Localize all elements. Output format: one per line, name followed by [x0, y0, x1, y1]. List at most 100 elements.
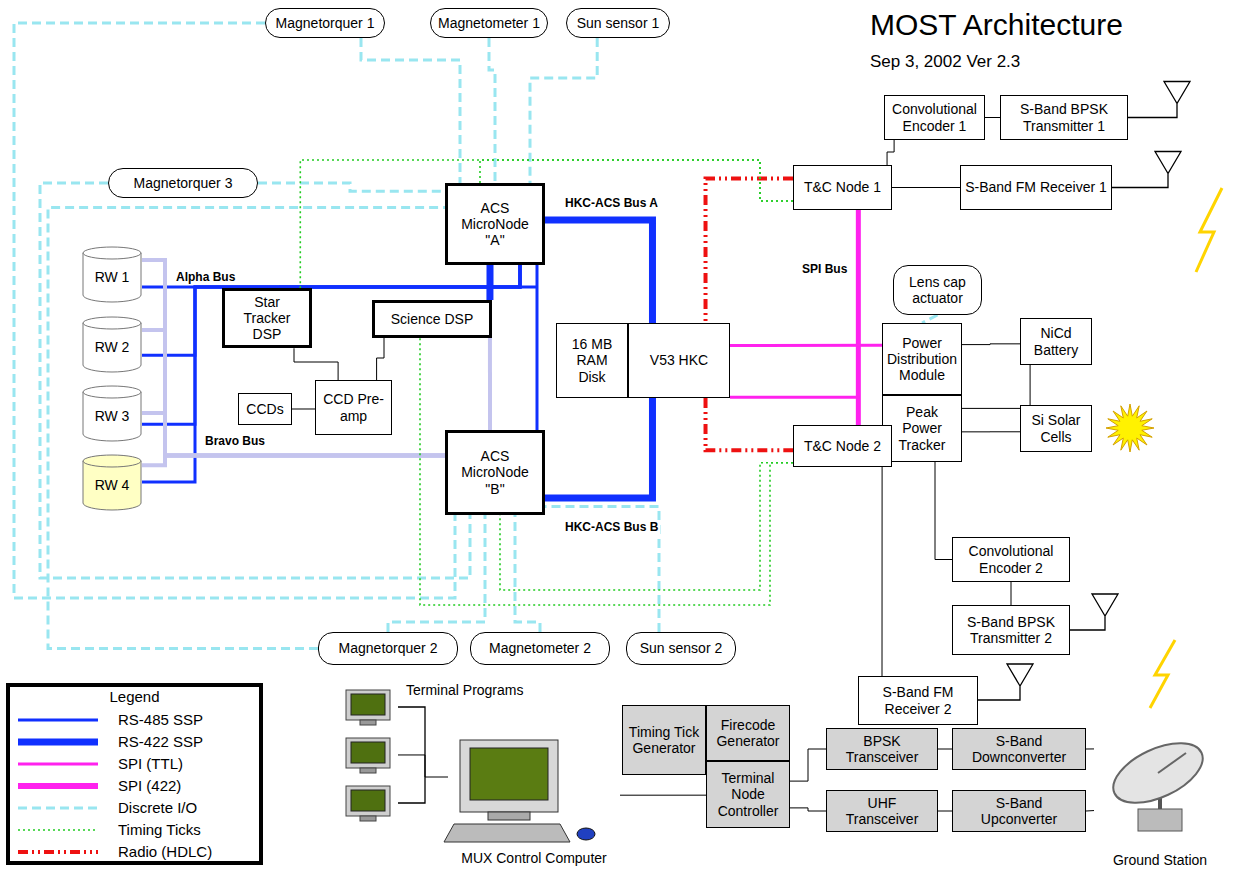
reaction-wheel-cylinder: RW 2	[82, 316, 142, 372]
node-label: ACS MicroNode "B"	[452, 448, 538, 496]
processor-box: ACS MicroNode "B"	[445, 430, 545, 515]
antenna-symbol	[978, 664, 1033, 700]
node-label: Magnetorquer 2	[339, 640, 438, 656]
component-box: CCD Pre-amp	[315, 380, 392, 435]
node-label: Ground Station	[1094, 852, 1226, 868]
sensor-actuator-box: Magnetorquer 2	[318, 632, 458, 665]
legend-row: Radio (HDLC)	[14, 842, 259, 862]
sensor-actuator-box: Sun sensor 1	[566, 8, 670, 38]
component-box: Peak Power Tracker	[882, 395, 962, 462]
node-label: S-Band FM Receiver 1	[965, 179, 1107, 195]
component-box: S-Band BPSK Transmitter 2	[952, 605, 1070, 655]
rs422-bus-line	[486, 265, 493, 300]
node-label: MUX Control Computer	[448, 850, 620, 866]
rs485-bus-line	[142, 265, 520, 355]
component-box: S-Band BPSK Transmitter 1	[1000, 95, 1128, 140]
node-label: S-Band BPSK Transmitter 2	[957, 614, 1065, 646]
legend-text: Radio (HDLC)	[118, 843, 212, 860]
bus-name: Bravo Bus	[205, 434, 265, 448]
component-box: S-Band FM Receiver 2	[858, 676, 978, 725]
lightning-symbol	[1150, 640, 1175, 708]
legend-sample	[14, 820, 106, 840]
rs422-bus-line	[545, 220, 652, 323]
discrete-io-line	[530, 38, 597, 183]
node-label: Terminal Node Controller	[711, 770, 785, 818]
node-label: Lens cap actuator	[898, 274, 977, 306]
sensor-actuator-box: Magnetorquer 1	[265, 8, 385, 38]
node-label: Firecode Generator	[711, 717, 785, 749]
legend-row: SPI (422)	[14, 776, 259, 796]
node-label: NiCd Battery	[1025, 325, 1087, 357]
rs485-bus-line	[142, 265, 520, 287]
rs485-bus-line	[536, 265, 539, 430]
legend-sample	[14, 710, 106, 730]
antenna-symbol	[1070, 594, 1118, 630]
signal-wire	[962, 431, 1020, 432]
node-label: Star Tracker DSP	[229, 294, 305, 342]
legend-sample	[14, 798, 106, 818]
component-box: S-Band FM Receiver 1	[960, 165, 1112, 210]
legend-sample	[14, 842, 106, 862]
node-label: Si Solar Cells	[1025, 412, 1087, 444]
node-label: Terminal Programs	[406, 682, 523, 698]
diagram-title: MOST Architecture	[870, 8, 1123, 42]
legend-text: SPI (TTL)	[118, 755, 183, 772]
signal-wire	[790, 749, 826, 781]
antenna-symbol	[1128, 82, 1190, 118]
component-box: Convolutional Encoder 1	[884, 95, 985, 140]
component-box: T&C Node 1	[793, 165, 892, 210]
legend-line	[18, 763, 98, 766]
legend-sample	[14, 754, 106, 774]
node-label: Science DSP	[391, 311, 473, 327]
sensor-actuator-box: Magnetometer 1	[430, 8, 548, 38]
legend-row: Timing Ticks	[14, 820, 259, 840]
node-label: Magnetometer 2	[489, 640, 591, 656]
node-label: T&C Node 2	[804, 438, 881, 454]
node-label: S-Band Downconverter	[957, 733, 1081, 765]
node-label: RW 4	[95, 477, 130, 493]
spi-ttl-line	[730, 397, 858, 425]
rs485-bus-line	[142, 265, 520, 424]
signal-wire	[962, 343, 1020, 345]
ground-station-icon	[1094, 725, 1226, 870]
reaction-wheel-cylinder: RW 3	[82, 385, 142, 441]
ground-equipment-box: Timing Tick Generator	[622, 705, 706, 775]
legend-line	[18, 739, 98, 746]
spi-422-line	[856, 210, 861, 425]
lightning-symbol	[1196, 188, 1222, 272]
computer-icon	[448, 738, 620, 868]
node-label: 16 MB RAM Disk	[561, 336, 623, 384]
node-label: Convolutional Encoder 1	[889, 101, 980, 133]
timing-tick-line	[300, 160, 793, 288]
bus-label: HKC-ACS Bus B	[563, 520, 660, 534]
node-label: S-Band Upconverter	[957, 795, 1081, 827]
ground-equipment-box: S-Band Upconverter	[952, 790, 1086, 832]
node-label: Convolutional Encoder 2	[957, 543, 1065, 575]
radio-hdlc-line	[706, 179, 793, 324]
node-label: S-Band BPSK Transmitter 1	[1005, 101, 1123, 133]
legend-row: RS-485 SSP	[14, 710, 259, 730]
legend-heading: Legend	[6, 688, 263, 705]
signal-wire	[620, 795, 706, 796]
node-label: RW 2	[95, 339, 130, 355]
rs422-bus-line	[545, 398, 652, 498]
component-box: V53 HKC	[628, 323, 730, 398]
ground-equipment-box: S-Band Downconverter	[952, 728, 1086, 770]
discrete-io-line	[40, 183, 470, 578]
signal-wire	[892, 446, 952, 560]
reaction-wheel-cylinder: RW 4	[82, 454, 142, 510]
spi-ttl-line	[730, 344, 882, 347]
sensor-actuator-box: Magnetorquer 3	[108, 168, 258, 198]
discrete-io-line	[361, 38, 460, 183]
signal-wire	[892, 187, 960, 188]
node-label: ACS MicroNode "A"	[452, 200, 538, 248]
terminal-icons: Terminal Programs	[340, 690, 398, 830]
legend-line	[18, 719, 98, 722]
processor-box: ACS MicroNode "A"	[445, 183, 545, 265]
signal-wire	[294, 348, 338, 380]
signal-wire	[377, 338, 384, 380]
ground-equipment-box: Firecode Generator	[706, 705, 790, 761]
discrete-io-line	[515, 515, 540, 632]
legend-text: Discrete I/O	[118, 799, 197, 816]
node-label: S-Band FM Receiver 2	[863, 684, 973, 716]
